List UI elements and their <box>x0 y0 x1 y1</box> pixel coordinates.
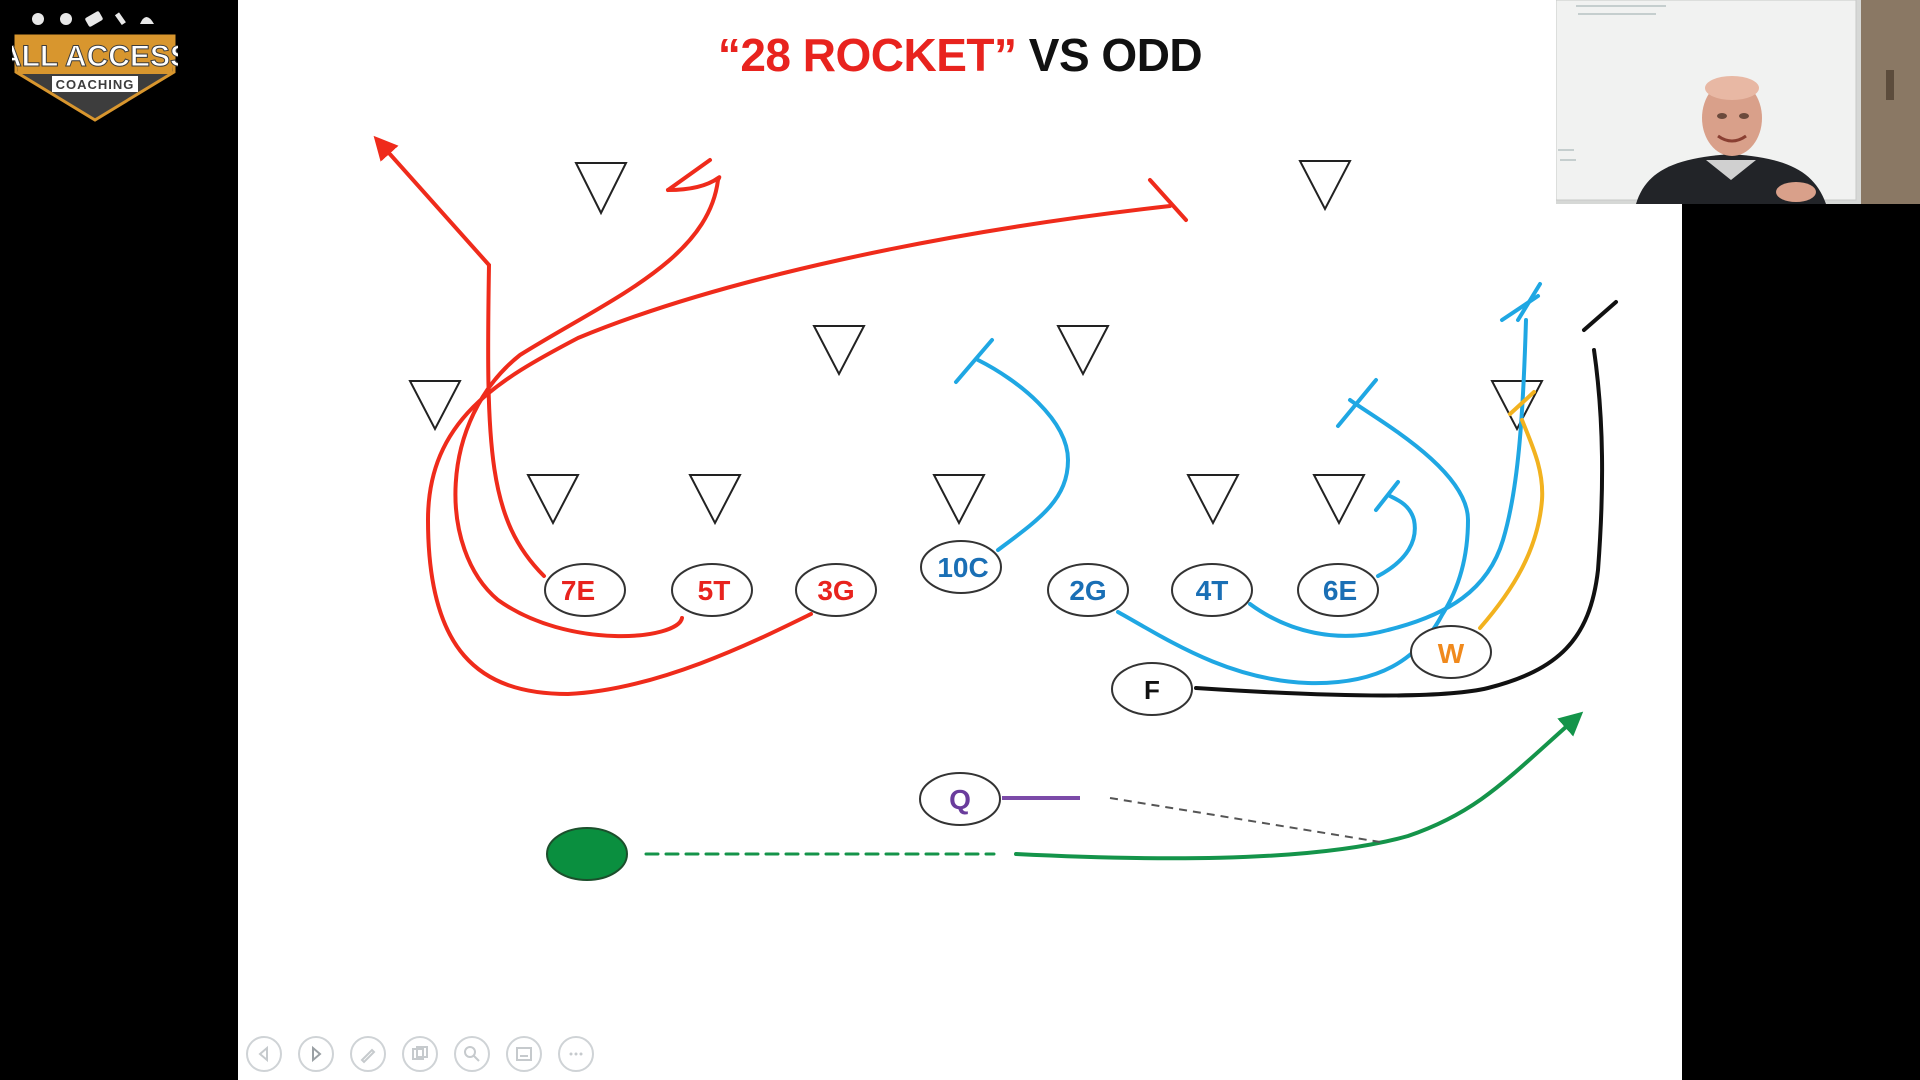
player-q-label: Q <box>949 784 971 815</box>
player-5t: 5T <box>671 563 753 617</box>
defender-triangle <box>574 162 628 216</box>
route-10c-end <box>954 338 994 384</box>
route-4t-tip <box>1500 294 1540 322</box>
route-5t <box>453 175 722 639</box>
player-4t: 4T <box>1171 563 1253 617</box>
pen-icon[interactable] <box>350 1036 386 1072</box>
player-5t-label: 5T <box>698 575 731 606</box>
defender-triangle <box>932 474 986 526</box>
player-6e: 6E <box>1297 563 1379 617</box>
slideshow-toolbar <box>246 1036 616 1074</box>
presentation-slide: “28 ROCKET” VS ODD <box>238 0 1682 1080</box>
player-3g-label: 3G <box>817 575 854 606</box>
route-7e <box>373 135 546 578</box>
prev-icon[interactable] <box>246 1036 282 1072</box>
slide-title: “28 ROCKET” VS ODD <box>238 28 1682 82</box>
player-q: Q <box>919 772 1001 826</box>
route-f <box>1194 348 1605 698</box>
logo-icons <box>32 11 154 27</box>
defender-triangle <box>812 325 866 377</box>
red-routes <box>373 135 1188 697</box>
play-diagram: 7E 5T 3G 10C 2G 4T <box>373 135 1618 881</box>
route-w-end <box>1508 390 1536 416</box>
player-6e-label: 6E <box>1323 575 1357 606</box>
presenter-webcam <box>1556 0 1920 204</box>
route-3g <box>425 204 1172 697</box>
slides-icon[interactable] <box>402 1036 438 1072</box>
player-w: W <box>1410 625 1492 679</box>
player-4t-label: 4T <box>1196 575 1229 606</box>
play-name: “28 ROCKET” <box>717 29 1017 81</box>
black-routes <box>1194 300 1618 698</box>
ball-carrier <box>546 827 628 881</box>
player-f-label: F <box>1144 675 1160 705</box>
route-10c <box>976 358 1071 552</box>
pitch-dashed-line <box>1109 797 1381 843</box>
player-w-label: W <box>1438 638 1465 669</box>
route-rocket <box>1014 711 1584 861</box>
green-routes <box>644 711 1584 861</box>
presenter <box>1636 76 1826 204</box>
route-4t <box>1248 318 1528 638</box>
player-10c: 10C <box>920 540 1002 594</box>
route-5t-end <box>666 158 712 192</box>
route-3g-end <box>1148 178 1188 222</box>
route-2g-end <box>1336 378 1378 428</box>
subtitles-icon[interactable] <box>506 1036 542 1072</box>
route-6e-end <box>1374 480 1400 512</box>
blue-routes <box>954 282 1542 686</box>
player-2g-label: 2G <box>1069 575 1106 606</box>
defender-triangle <box>1490 380 1544 432</box>
route-w <box>1478 418 1545 630</box>
player-f: F <box>1111 662 1193 716</box>
player-10c-label: 10C <box>937 552 988 583</box>
next-icon[interactable] <box>298 1036 334 1072</box>
player-7e-label: 7E <box>561 575 595 606</box>
route-6e <box>1376 494 1417 578</box>
logo-line2: COACHING <box>56 77 135 92</box>
route-2g <box>1116 398 1471 686</box>
more-icon[interactable] <box>558 1036 594 1072</box>
logo-line1: ALL ACCESS <box>12 40 178 73</box>
defender-triangle <box>1186 474 1240 526</box>
player-2g: 2G <box>1047 563 1129 617</box>
defense <box>408 160 1544 526</box>
offense: 7E 5T 3G 10C 2G 4T <box>544 540 1492 826</box>
defender-triangle <box>1312 474 1366 526</box>
defender-triangle <box>688 474 742 526</box>
door <box>1861 0 1920 204</box>
zoom-icon[interactable] <box>454 1036 490 1072</box>
defender-triangle <box>408 380 462 432</box>
defender-triangle <box>1056 325 1110 377</box>
player-7e: 7E <box>544 563 626 617</box>
route-f-end <box>1582 300 1618 332</box>
defender-triangle <box>1298 160 1352 212</box>
orange-routes <box>1478 390 1545 630</box>
defender-triangle <box>526 474 580 526</box>
player-3g: 3G <box>795 563 877 617</box>
title-suffix: VS ODD <box>1016 29 1203 81</box>
brand-logo: ALL ACCESS COACHING <box>0 10 191 122</box>
